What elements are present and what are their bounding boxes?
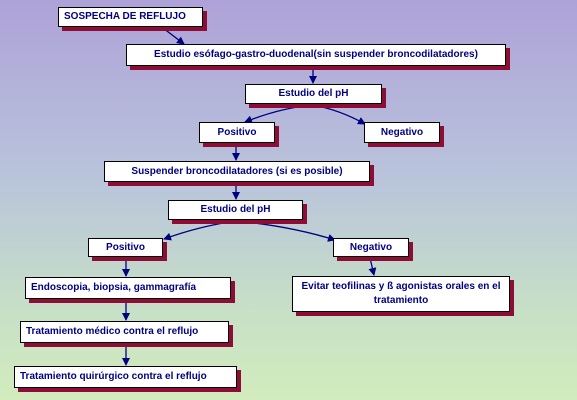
estudio-ph-box-1: Estudio del pH <box>245 84 382 104</box>
arrow-ph2-to-negativo <box>235 220 336 242</box>
estudio-esofago-gastro-duodenal-box: Estudio esófago-gastro-duodenal(sin susp… <box>126 44 506 66</box>
arrow-ph2-to-positivo <box>163 220 237 241</box>
negativo-box-2: Negativo <box>333 238 409 257</box>
estudio-ph-box-2: Estudio del pH <box>168 200 303 220</box>
positivo-box-1: Positivo <box>199 122 275 143</box>
suspender-broncodilatadores-box: Suspender broncodilatadores (si es posib… <box>104 161 370 182</box>
tratamiento-medico-box: Tratamiento médico contra el reflujo <box>20 321 229 343</box>
arrow-ph1-to-negativo <box>312 104 366 125</box>
positivo-box-2: Positivo <box>88 238 163 257</box>
arrow-sospecha-to-estudio <box>162 27 185 45</box>
endoscopia-biopsia-gammagrafia-box: Endoscopia, biopsia, gammagrafía <box>25 277 231 299</box>
negativo-box-1: Negativo <box>364 122 440 143</box>
evitar-teofilinas-box: Evitar teofilinas y ß agonistas orales e… <box>292 276 510 312</box>
arrow-negativo-to-evitar <box>368 257 377 276</box>
sospecha-reflujo-box: SOSPECHA DE REFLUJO <box>58 7 203 27</box>
arrow-ph1-to-positivo <box>244 104 314 124</box>
tratamiento-quirurgico-box: Tratamiento quirúrgico contra el reflujo <box>14 366 237 388</box>
